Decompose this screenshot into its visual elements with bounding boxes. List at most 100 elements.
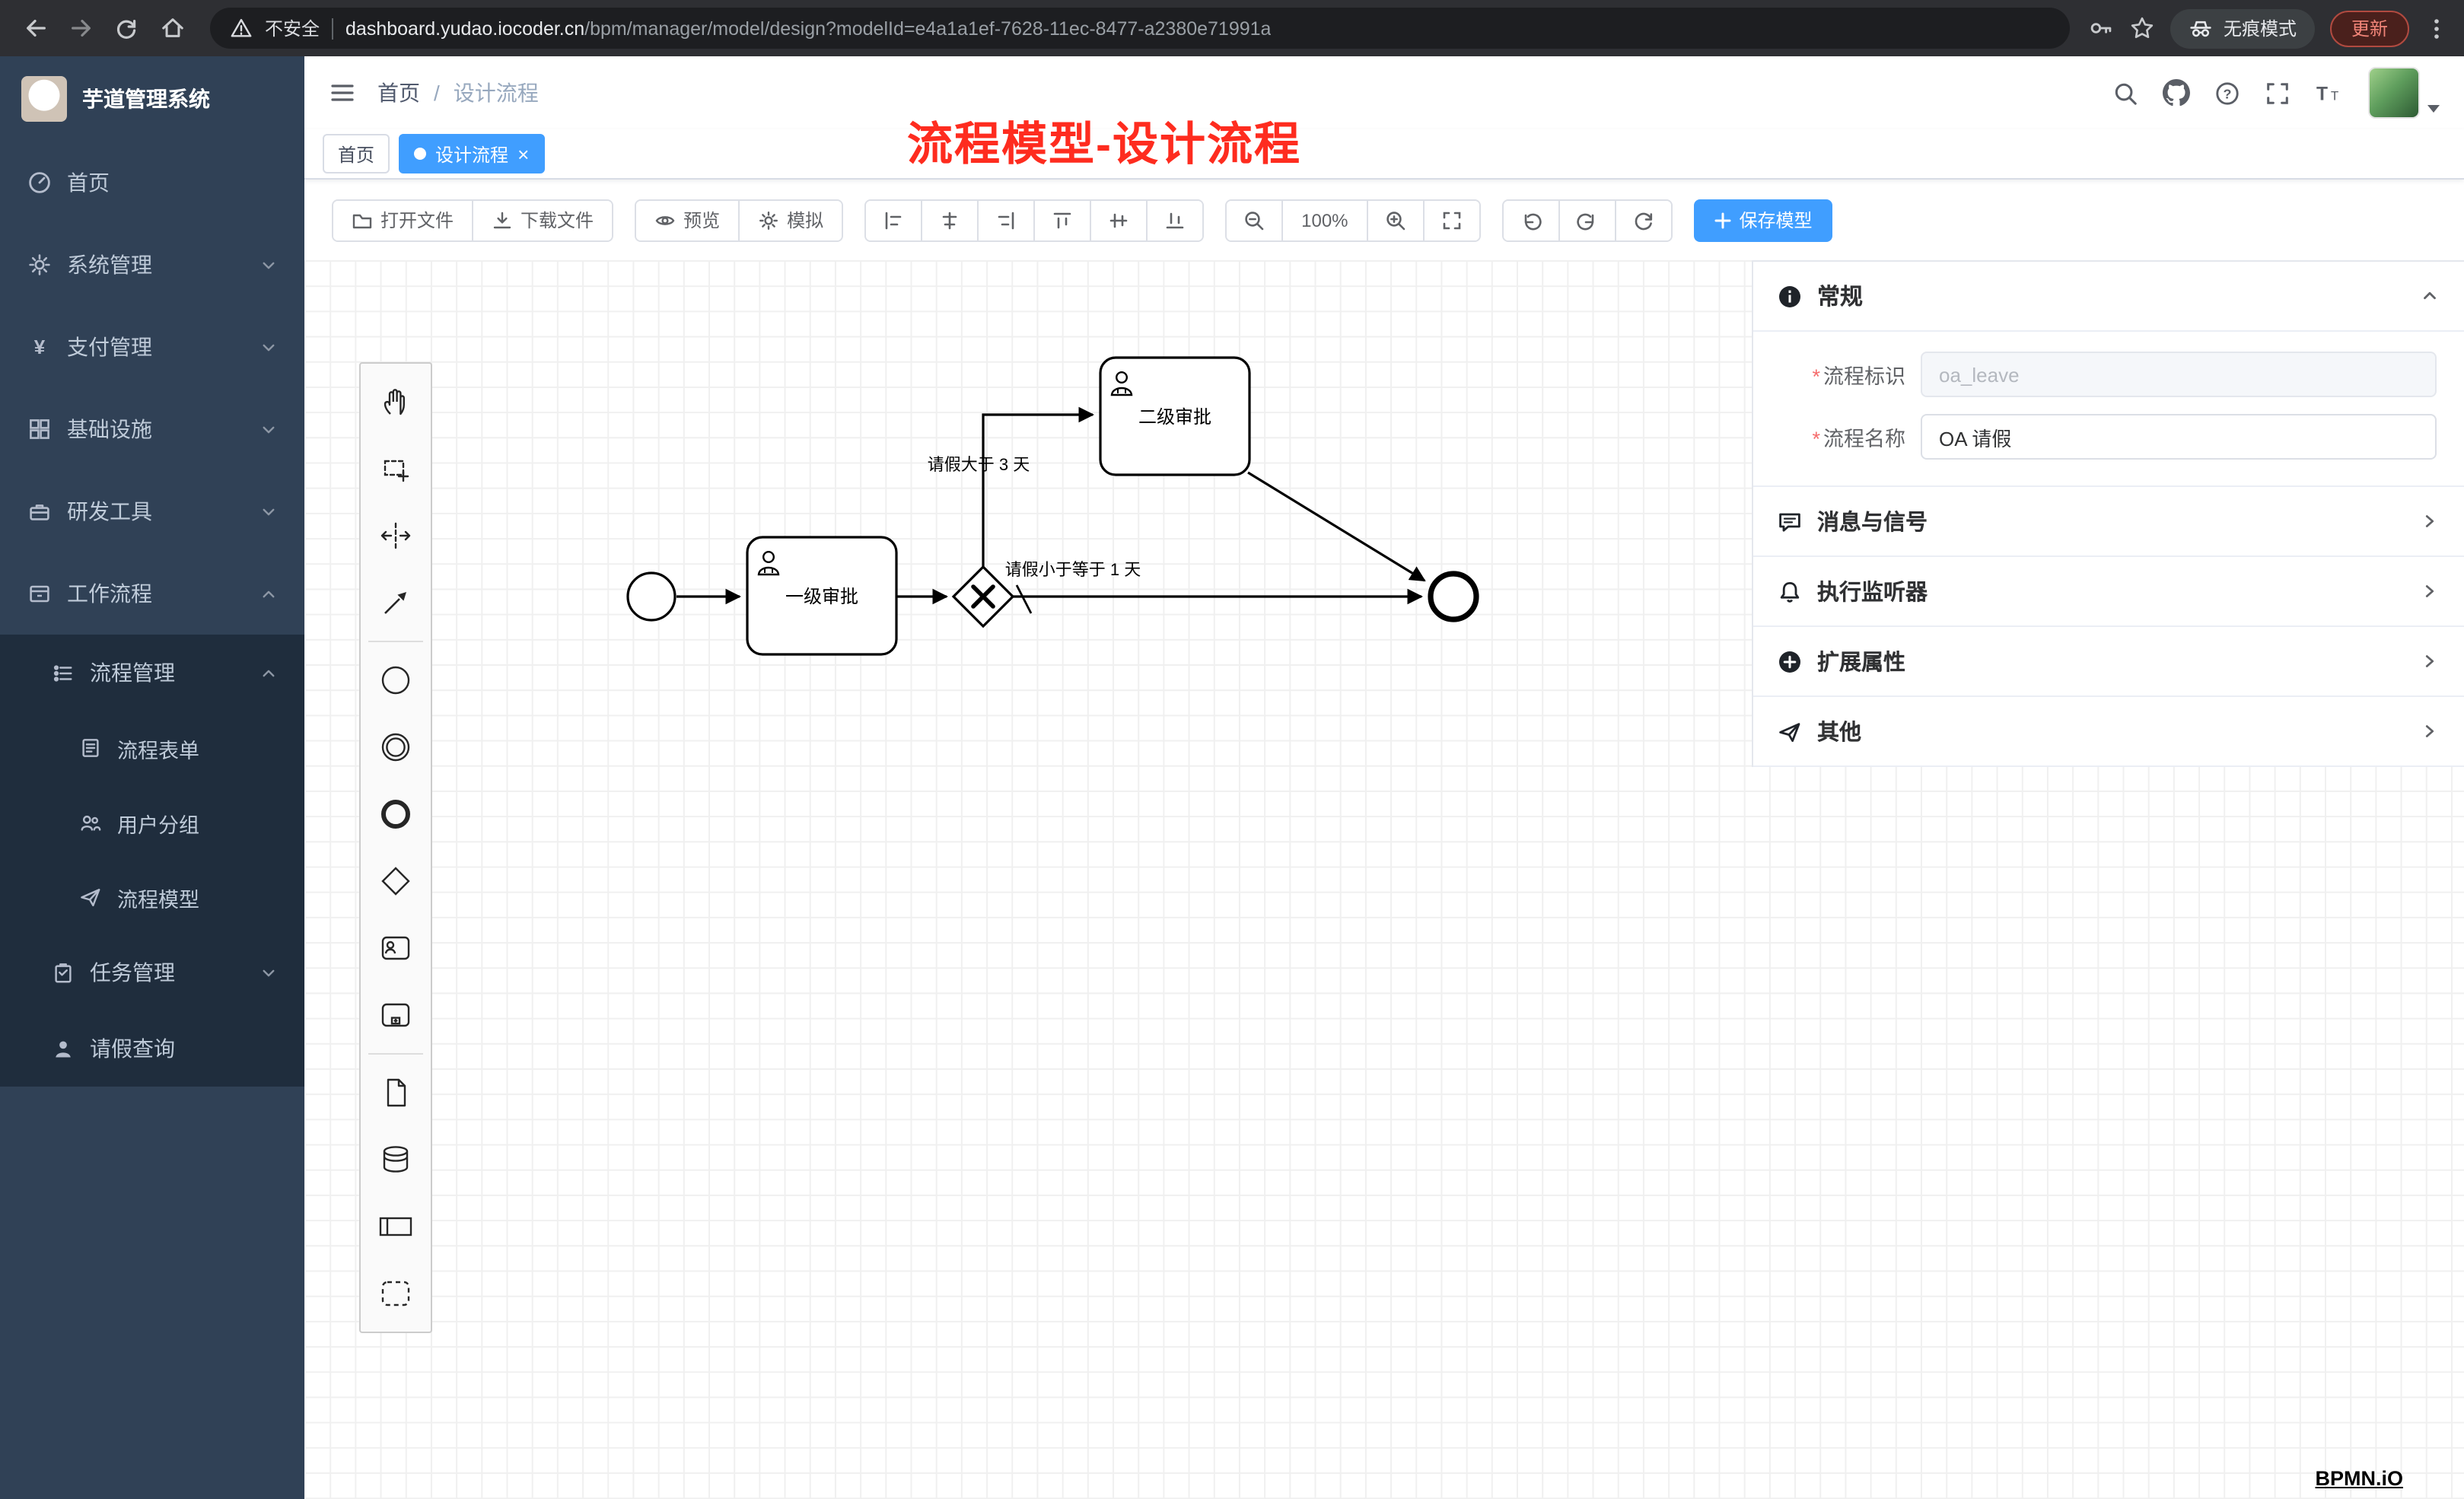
sidebar-item-label: 首页 — [67, 170, 110, 195]
collapse-sidebar-icon[interactable] — [329, 79, 356, 107]
download-file-button[interactable]: 下载文件 — [473, 200, 613, 240]
align-left-button[interactable] — [866, 200, 923, 240]
sidebar-item-home[interactable]: 首页 — [0, 142, 304, 224]
data-object-icon[interactable] — [361, 1059, 431, 1126]
sidebar-item-label: 请假查询 — [90, 1036, 175, 1061]
sidebar-item-infrastructure[interactable]: 基础设施 — [0, 388, 304, 470]
user-task-icon[interactable] — [361, 915, 431, 982]
chevron-up-icon — [2420, 286, 2440, 306]
preview-button[interactable]: 预览 — [636, 200, 740, 240]
address-bar[interactable]: 不安全 dashboard.yudao.iocoder.cn/bpm/manag… — [210, 8, 2070, 49]
tab-design[interactable]: 设计流程 × — [399, 134, 545, 173]
align-top-button[interactable] — [1035, 200, 1092, 240]
gateway-icon[interactable] — [361, 848, 431, 915]
menu-dots-icon[interactable] — [2424, 16, 2449, 40]
start-event-icon[interactable] — [361, 647, 431, 714]
tab-home[interactable]: 首页 — [323, 134, 390, 173]
github-icon[interactable] — [2163, 79, 2190, 107]
svg-text:?: ? — [2224, 85, 2232, 100]
sidebar-item-task-management[interactable]: 任务管理 — [0, 934, 304, 1010]
bookmark-star-icon[interactable] — [2129, 15, 2155, 41]
section-extended-properties[interactable]: 扩展属性 — [1753, 627, 2464, 697]
simulate-button[interactable]: 模拟 — [740, 200, 842, 240]
chevron-down-icon — [260, 964, 277, 981]
align-bottom-button[interactable] — [1148, 200, 1203, 240]
fullscreen-icon[interactable] — [2265, 80, 2291, 106]
save-model-button[interactable]: 保存模型 — [1693, 199, 1832, 241]
flow-gateway-to-task2[interactable] — [982, 406, 1095, 568]
avatar[interactable] — [2368, 67, 2420, 119]
section-title: 扩展属性 — [1817, 651, 1905, 676]
sidebar-item-devtools[interactable]: 研发工具 — [0, 470, 304, 552]
breadcrumb-home[interactable]: 首页 — [377, 81, 420, 105]
sidebar-item-process-model[interactable]: 流程模型 — [0, 860, 304, 934]
update-button[interactable]: 更新 — [2329, 10, 2409, 46]
security-label[interactable]: 不安全 — [265, 18, 320, 40]
tags-view-bar: 首页 设计流程 × — [304, 129, 2464, 180]
url-host: dashboard.yudao.iocoder.cn — [345, 18, 585, 39]
section-other[interactable]: 其他 — [1753, 697, 2464, 767]
zoom-level-display: 100% — [1283, 200, 1368, 240]
close-icon[interactable]: × — [517, 142, 530, 165]
sidebar-item-user-group[interactable]: 用户分组 — [0, 785, 304, 860]
participant-pool-icon[interactable] — [361, 1193, 431, 1260]
task-label: 二级审批 — [1138, 407, 1211, 428]
svg-text:T: T — [2331, 88, 2338, 103]
key-icon[interactable] — [2088, 15, 2114, 41]
section-general[interactable]: 常规 — [1753, 262, 2464, 332]
zoom-fit-button[interactable] — [1424, 200, 1479, 240]
align-middle-button[interactable] — [1091, 200, 1148, 240]
sidebar-item-system[interactable]: 系统管理 — [0, 224, 304, 306]
subprocess-icon[interactable] — [361, 982, 431, 1049]
section-message-signal[interactable]: 消息与信号 — [1753, 487, 2464, 557]
exclusive-gateway[interactable] — [951, 565, 1015, 629]
redo-button[interactable] — [1559, 200, 1616, 240]
section-execution-listener[interactable]: 执行监听器 — [1753, 557, 2464, 627]
open-file-button[interactable]: 打开文件 — [333, 200, 474, 240]
start-event[interactable] — [626, 571, 676, 622]
user-menu[interactable] — [2368, 67, 2440, 119]
sidebar-item-leave-query[interactable]: 请假查询 — [0, 1010, 304, 1087]
forward-icon[interactable] — [61, 8, 100, 48]
chevron-down-icon — [260, 339, 277, 355]
sidebar-item-payment[interactable]: ¥ 支付管理 — [0, 306, 304, 388]
zoom-out-icon — [1245, 211, 1264, 230]
process-name-input[interactable] — [1921, 414, 2437, 460]
sidebar-item-workflow[interactable]: 工作流程 — [0, 552, 304, 635]
home-icon[interactable] — [152, 8, 192, 48]
align-right-button[interactable] — [979, 200, 1036, 240]
intermediate-event-icon[interactable] — [361, 714, 431, 781]
flow-task2-to-end[interactable] — [1247, 471, 1426, 582]
search-icon[interactable] — [2112, 80, 2138, 106]
bpmn-io-logo[interactable]: BPMN.iO — [2315, 1467, 2403, 1490]
sidebar-item-process-form[interactable]: 流程表单 — [0, 711, 304, 785]
space-tool-icon[interactable] — [361, 502, 431, 569]
zoom-out-button[interactable] — [1227, 200, 1284, 240]
hand-tool-icon[interactable] — [361, 368, 431, 435]
bpmn-canvas[interactable]: 一级审批 二级审批 — [304, 180, 2464, 1499]
lasso-tool-icon[interactable] — [361, 435, 431, 502]
task-first-approval[interactable]: 一级审批 — [746, 536, 898, 656]
end-event-icon[interactable] — [361, 781, 431, 848]
sidebar-item-process-management[interactable]: 流程管理 — [0, 635, 304, 711]
align-center-horizontal-button[interactable] — [922, 200, 979, 240]
task-second-approval[interactable]: 二级审批 — [1099, 356, 1251, 476]
breadcrumb-separator: / — [434, 81, 440, 105]
undo-button[interactable] — [1503, 200, 1560, 240]
back-icon[interactable] — [15, 8, 55, 48]
field-label-text: 流程标识 — [1823, 365, 1905, 388]
group-icon[interactable] — [361, 1260, 431, 1327]
restart-button[interactable] — [1616, 200, 1671, 240]
data-store-icon[interactable] — [361, 1126, 431, 1193]
global-connect-tool-icon[interactable] — [361, 569, 431, 636]
url-path: /bpm/manager/model/design?modelId=e4a1a1… — [584, 18, 1272, 39]
process-key-input[interactable] — [1921, 352, 2437, 397]
end-event[interactable] — [1428, 571, 1479, 622]
help-icon[interactable]: ? — [2214, 80, 2240, 106]
form-icon — [82, 739, 99, 757]
zoom-in-button[interactable] — [1367, 200, 1425, 240]
chevron-right-icon — [2420, 651, 2440, 671]
reload-icon[interactable] — [107, 8, 146, 48]
